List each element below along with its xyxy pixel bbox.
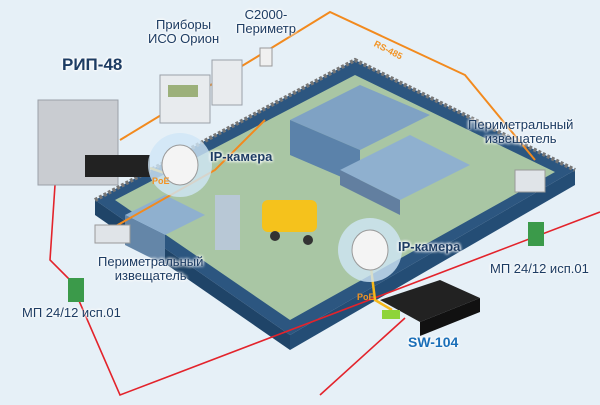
c2000-label-line2: Периметр xyxy=(236,21,296,36)
barbed-wire xyxy=(94,57,576,202)
detector-right-line2: извещатель xyxy=(484,131,557,146)
perimeter-detector-left xyxy=(94,224,131,244)
sw-104-power-connector xyxy=(382,310,400,319)
ip-camera-2 xyxy=(351,229,389,271)
orion-devices-label-line2: ИСО Орион xyxy=(148,31,220,46)
orion-device xyxy=(159,74,211,124)
c2000-perimeter-label: С2000-Периметр xyxy=(236,8,296,36)
truck-wheel xyxy=(270,231,280,241)
site-ground xyxy=(115,75,555,320)
orion-devices-label-line1: Приборы xyxy=(156,17,212,32)
mp-right-label: МП 24/12 исп.01 xyxy=(490,261,589,276)
warehouse xyxy=(340,135,470,200)
mp-module-left xyxy=(68,278,84,302)
perimeter-detector-right xyxy=(514,169,546,193)
orion-device-2 xyxy=(211,59,243,106)
power-line-switch xyxy=(319,317,406,396)
ip-camera-2-label: IP-камера xyxy=(398,239,461,254)
sw-104-front xyxy=(420,298,480,336)
poe-label-2: PoE xyxy=(357,292,375,302)
rip-48-label: РИП-48 xyxy=(62,55,123,74)
truck-wheel xyxy=(303,235,313,245)
detector-left-line2: извещатель xyxy=(114,268,187,283)
ip-camera-1-label: IP-камера xyxy=(210,149,273,164)
sw-104-label: SW-104 xyxy=(408,334,459,350)
sw-104-switch xyxy=(380,280,480,322)
orion-device-screen xyxy=(168,85,198,97)
c2000-perimeter-device xyxy=(259,47,273,67)
office-building-front xyxy=(125,215,165,265)
truck xyxy=(262,200,317,232)
silo xyxy=(215,195,240,250)
c2000-label-line1: С2000- xyxy=(244,7,288,22)
poe-label-1: PoE xyxy=(152,176,170,186)
rs485-line-left xyxy=(99,119,266,236)
site-perimeter-side2 xyxy=(290,170,575,350)
detector-left-line1: Периметральный xyxy=(98,254,204,269)
mp-left-label: МП 24/12 исп.01 xyxy=(22,305,121,320)
detector-right-line1: Периметральный xyxy=(468,117,574,132)
factory-building xyxy=(290,85,430,150)
rip-switch xyxy=(85,155,150,177)
mp-module-right xyxy=(528,222,544,246)
ip-camera-1 xyxy=(161,144,199,186)
warehouse-front xyxy=(340,170,400,215)
